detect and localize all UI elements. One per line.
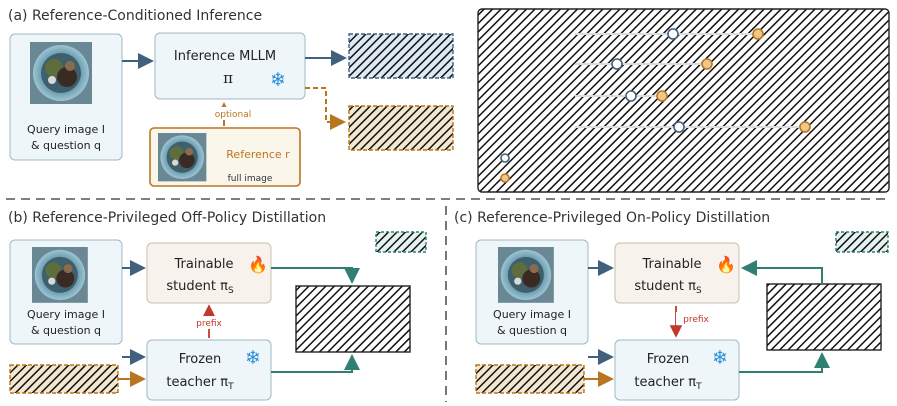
arrow-gradient-to-student — [741, 260, 823, 284]
panel-a-title: (a) Reference-Conditioned Inference — [8, 8, 262, 24]
panel-c-gradient-box — [766, 283, 882, 351]
chart-point-ref — [752, 28, 764, 40]
panel-a-query-card: Query image I & question q — [9, 33, 123, 161]
chart-point-base — [673, 121, 685, 133]
chart-point-ref — [799, 121, 811, 133]
reference-image — [158, 133, 207, 182]
chart-row-1 — [575, 28, 764, 40]
query-image — [498, 247, 554, 303]
student-label-line1: Trainable — [173, 257, 233, 272]
chart-point-ref — [656, 90, 668, 102]
arrow-teacher-to-loss — [271, 354, 360, 373]
inference-mllm-label: Inference MLLM — [174, 49, 276, 64]
teacher-label-line2: teacher πT — [166, 375, 234, 392]
student-label-line2: student πS — [634, 279, 702, 296]
answer-output-box — [348, 33, 454, 79]
snowflake-icon: ❄ — [270, 69, 286, 91]
arrow-student-to-loss — [271, 267, 360, 284]
panel-c-query-card: Query image I & question q — [475, 239, 589, 345]
chart-row-4 — [575, 121, 811, 133]
legend-marker-ref — [500, 173, 510, 183]
arrow-optional-output — [305, 87, 346, 130]
flame-icon: 🔥 — [248, 255, 268, 274]
teacher-label-line1: Frozen — [179, 352, 222, 367]
arrow-teacher-to-gradient — [739, 352, 830, 373]
prefix-label: prefix — [683, 315, 709, 325]
panel-c-title: (c) Reference-Privileged On-Policy Disti… — [454, 210, 770, 226]
inference-mllm-box: Inference MLLM π ❄ — [154, 32, 306, 100]
snowflake-icon: ❄ — [245, 347, 261, 369]
prefix-label-bg — [190, 316, 228, 329]
query-image — [32, 247, 88, 303]
panel-c-student-box: Trainable student πS 🔥 — [614, 242, 740, 304]
query-image — [30, 42, 92, 104]
student-label-line2: student πS — [166, 279, 234, 296]
chart-point-base — [611, 58, 623, 70]
prefix-label-bg — [676, 312, 716, 325]
chart-point-base — [625, 90, 637, 102]
prefix-label: prefix — [196, 319, 222, 329]
query-label-line2: & question q — [31, 139, 101, 152]
panel-c-teacher-box: Frozen teacher πT ❄ — [614, 339, 740, 401]
panel-c-reference-input — [475, 364, 585, 394]
chart-point-base — [667, 28, 679, 40]
optional-label-bg — [212, 107, 254, 120]
panel-b-title: (b) Reference-Privileged Off-Policy Dist… — [8, 210, 326, 226]
student-label-line1: Trainable — [641, 257, 701, 272]
chart-point-ref — [701, 58, 713, 70]
flame-icon: 🔥 — [716, 255, 736, 274]
policy-symbol: π — [223, 69, 233, 87]
panel-b-query-card: Query image I & question q — [9, 239, 123, 345]
panel-b-teacher-box: Frozen teacher πT ❄ — [146, 339, 272, 401]
panel-b-reference-input — [9, 364, 119, 394]
teacher-label-line2: teacher πT — [634, 375, 702, 392]
results-chart-region — [477, 8, 890, 193]
reference-output-box — [348, 105, 454, 151]
optional-label: optional — [215, 110, 251, 120]
panel-b-tag — [375, 231, 427, 253]
query-label-line2: & question q — [497, 324, 567, 337]
full-image-label: full image — [228, 174, 273, 184]
chart-row-2 — [575, 58, 713, 70]
teacher-label-line1: Frozen — [647, 352, 690, 367]
chart-row-3 — [575, 90, 668, 102]
panel-b-student-box: Trainable student πS 🔥 — [146, 242, 272, 304]
query-label-line1: Query image I — [493, 308, 571, 321]
query-label-line2: & question q — [31, 324, 101, 337]
reference-card: Reference r full image — [149, 127, 301, 187]
legend-marker-base — [500, 153, 510, 163]
panel-b-loss-box — [295, 285, 411, 353]
query-label-line1: Query image I — [27, 123, 105, 136]
snowflake-icon: ❄ — [712, 347, 728, 369]
panel-c-tag — [835, 231, 889, 253]
reference-label: Reference r — [226, 148, 290, 161]
query-label-line1: Query image I — [27, 308, 105, 321]
